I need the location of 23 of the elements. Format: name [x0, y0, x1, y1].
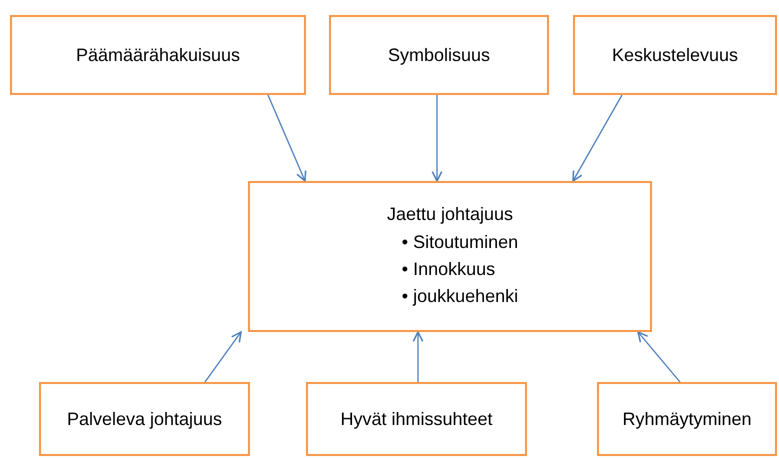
bullet-item: • Sitoutuminen [402, 230, 518, 254]
concept-box [573, 15, 777, 95]
arrow [267, 94, 306, 182]
box-title: Ryhmäytyminen [622, 408, 752, 430]
box-title: Keskustelevuus [612, 44, 738, 66]
concept-box [329, 15, 549, 95]
center-box [248, 181, 652, 332]
arrow [572, 94, 623, 182]
box-title: Symbolisuus [388, 44, 490, 66]
concept-box [597, 382, 777, 456]
arrow [432, 95, 442, 182]
bullet-item: • joukkuehenki [402, 284, 518, 308]
box-title: Jaettu johtajuus [386, 204, 514, 224]
box-title: Hyvät ihmissuhteet [340, 408, 493, 430]
box-title: Päämäärähakuisuus [76, 44, 240, 66]
concept-box [306, 382, 527, 456]
arrow [412, 331, 424, 382]
arrow [204, 331, 242, 382]
concept-box [10, 15, 306, 95]
concept-box [39, 382, 250, 456]
bullet-item: • Innokkuus [402, 258, 496, 280]
box-title: Palveleva johtajuus [66, 408, 222, 430]
arrow [637, 331, 680, 382]
